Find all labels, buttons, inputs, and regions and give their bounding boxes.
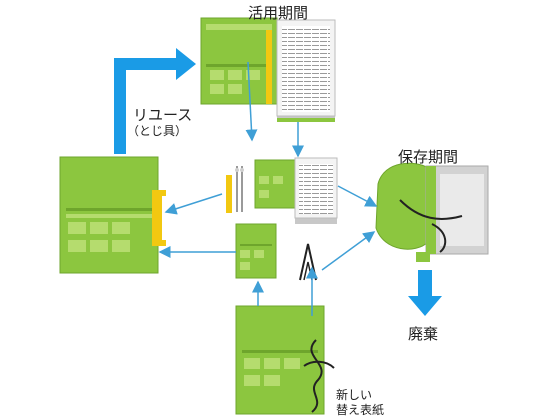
label-reuse: リユース <box>133 106 193 124</box>
label-new-cover-line2: 替え表紙 <box>336 403 385 417</box>
reuse-loop-arrow <box>114 48 196 154</box>
thick-arrow-icon <box>114 58 126 154</box>
label-disposal: 廃棄 <box>408 325 439 343</box>
fastener-icon <box>266 30 272 104</box>
label-usage-period: 活用期間 <box>248 4 309 22</box>
disposal-arrow <box>408 270 442 316</box>
small-cover <box>235 223 277 279</box>
reused-folder <box>59 156 166 274</box>
bundled-documents <box>254 157 338 224</box>
label-reuse-sub: （とじ具） <box>127 124 188 138</box>
in-use-folder <box>200 17 336 122</box>
storage-box <box>375 162 489 262</box>
label-storage-period: 保存期間 <box>398 148 459 166</box>
fastener-parts <box>226 166 244 213</box>
flow-arrows <box>158 61 378 316</box>
new-cover <box>235 305 335 415</box>
label-new-cover-line1: 新しい <box>336 388 373 402</box>
string-tie-icon <box>299 243 317 281</box>
